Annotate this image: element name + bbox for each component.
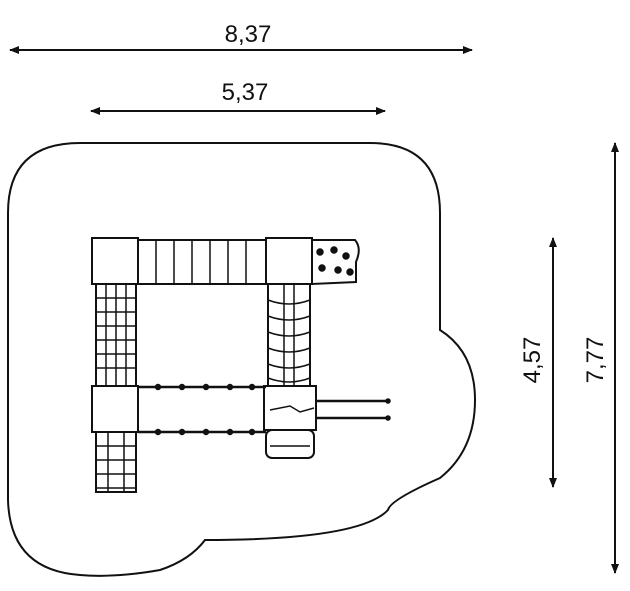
dimension-overall-depth: 7,77	[582, 142, 619, 574]
platform-bottom-left	[91, 385, 139, 433]
dimension-overall-width: 8,37	[9, 21, 473, 54]
horizontal-bars	[316, 398, 391, 421]
safety-zone-outline	[7, 142, 477, 577]
climbing-wall	[311, 239, 360, 286]
bottom-rope-bridge	[138, 383, 266, 436]
overall-width-label: 8,37	[225, 21, 272, 48]
left-climbing-net	[95, 283, 137, 387]
play-structure	[91, 237, 391, 493]
dimension-inner-depth: 4,57	[519, 237, 557, 488]
inner-depth-label: 4,57	[519, 337, 546, 384]
slide-module	[263, 385, 317, 459]
bottom-left-ladder	[95, 431, 137, 493]
inner-width-label: 5,37	[222, 79, 269, 106]
right-chain-bridge	[267, 284, 311, 386]
dimension-inner-width: 5,37	[90, 79, 386, 115]
top-bridge	[137, 239, 267, 285]
overall-depth-label: 7,77	[582, 337, 609, 384]
platform-top-right	[265, 237, 313, 285]
platform-top-left	[91, 237, 139, 285]
